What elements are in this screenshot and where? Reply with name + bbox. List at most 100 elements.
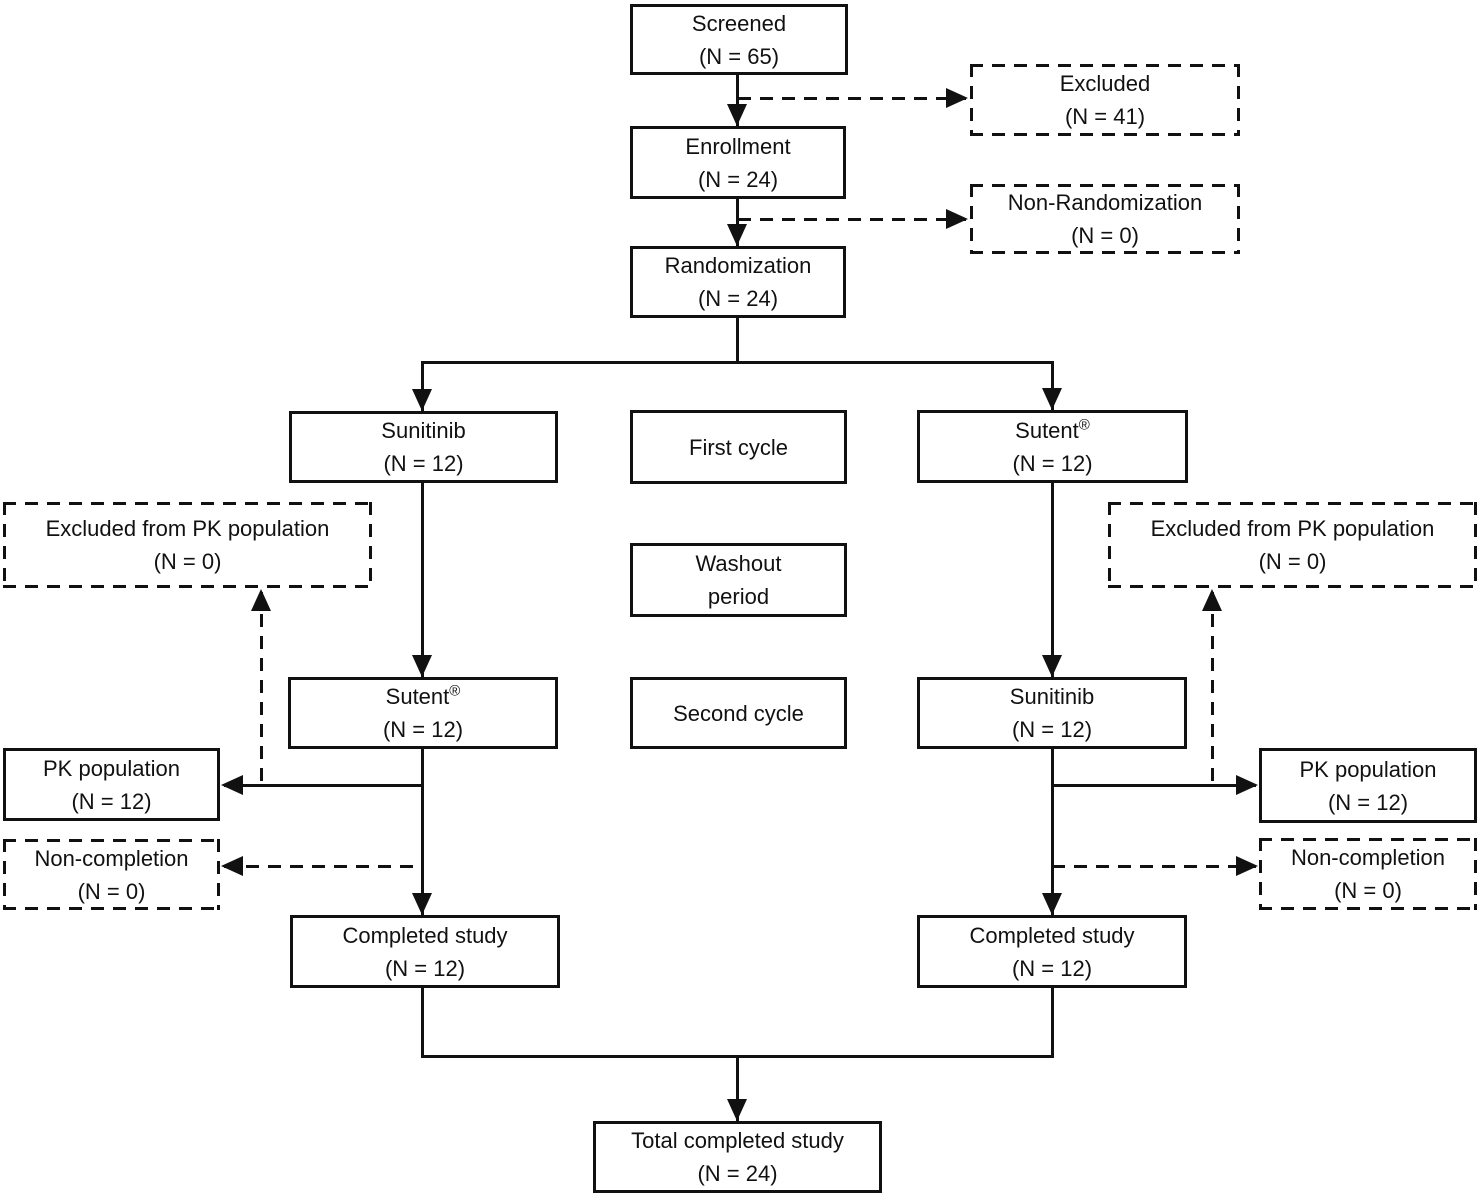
arrowhead-up-excluded-pk-right [1202, 589, 1222, 611]
arrowhead-right-non-completion [1236, 856, 1258, 876]
node-count: (N = 12) [71, 788, 152, 814]
node-count: (N = 12) [382, 717, 464, 742]
node-label: First cycle [689, 434, 788, 460]
flow-randomization-split [421, 361, 1054, 364]
flow-merge-line [421, 1055, 1054, 1058]
registered-trademark-icon: ® [1078, 416, 1090, 434]
flow-to-non-completion-left-dashed [224, 865, 422, 868]
node-label: Sunitinib [1009, 684, 1095, 709]
flow-sunitinib-to-sutent-left [421, 483, 424, 677]
registered-trademark-icon: ® [449, 682, 461, 700]
node-count: (N = 41) [1064, 104, 1146, 129]
node-label: Washout [695, 551, 782, 576]
node-count: (N = 0) [1334, 878, 1402, 903]
flow-enrollment-to-non-randomization-dashed [738, 218, 966, 221]
node-sunitinib-second-cycle: Sunitinib (N = 12) [917, 677, 1187, 749]
arrowhead-left-pk-population [221, 775, 243, 795]
node-pk-population-left: PK population (N = 12) [3, 748, 220, 821]
node-label: Sunitinib [381, 418, 466, 443]
flow-right-arm-to-completed [1051, 749, 1054, 915]
node-label: Sutent® [1015, 416, 1090, 443]
node-excluded: Excluded (N = 41) [970, 64, 1240, 136]
node-label: period [707, 584, 770, 609]
flow-split-to-sutent [1051, 364, 1054, 410]
arrowhead-down-total [727, 1099, 747, 1121]
node-label: PK population [43, 755, 180, 781]
arrowhead-down-randomization [727, 224, 747, 246]
node-count: (N = 0) [1071, 223, 1139, 248]
node-label: Completed study [969, 922, 1135, 948]
node-second-cycle: Second cycle [630, 677, 847, 749]
arrowhead-right-pk-population [1236, 775, 1258, 795]
node-sutent-first-cycle: Sutent® (N = 12) [917, 410, 1188, 483]
flow-screened-to-enrollment [736, 75, 739, 126]
arrowhead-down-completed-left [412, 893, 432, 915]
flow-split-to-sunitinib [421, 364, 424, 411]
node-completed-study-left: Completed study (N = 12) [290, 915, 560, 988]
node-count: (N = 12) [1327, 789, 1409, 815]
flow-screened-to-excluded-dashed [738, 97, 966, 100]
node-label: Non-completion [1290, 845, 1446, 870]
flow-pk-to-excluded-left-dashed [260, 592, 263, 784]
flow-merge-to-total [736, 1058, 739, 1121]
flow-randomization-stem [736, 318, 739, 364]
node-label: Enrollment [685, 133, 791, 159]
node-first-cycle: First cycle [630, 410, 847, 484]
node-count: (N = 0) [77, 878, 146, 904]
flow-enrollment-to-randomization [736, 199, 739, 246]
node-excluded-pk-left: Excluded from PK population (N = 0) [3, 502, 372, 588]
node-label: Excluded from PK population [1150, 516, 1435, 541]
node-label: Total completed study [631, 1128, 844, 1153]
node-label: Sutent® [385, 682, 461, 709]
node-count: (N = 12) [1011, 955, 1093, 981]
node-non-completion-left: Non-completion (N = 0) [3, 839, 220, 910]
node-enrollment: Enrollment (N = 24) [630, 126, 846, 199]
node-pk-population-right: PK population (N = 12) [1259, 748, 1477, 823]
flow-to-non-completion-right-dashed [1052, 865, 1256, 868]
flow-sutent-to-sunitinib-right [1051, 483, 1054, 677]
node-non-completion-right: Non-completion (N = 0) [1259, 838, 1477, 910]
node-count: (N = 0) [1258, 549, 1327, 574]
arrowhead-up-excluded-pk-left [251, 589, 271, 611]
arrowhead-down-sunitinib-first [412, 389, 432, 411]
arrowhead-down-sunitinib-second [1042, 655, 1062, 677]
arrowhead-down-completed-right [1042, 893, 1062, 915]
node-completed-study-right: Completed study (N = 12) [917, 915, 1187, 988]
flow-pk-right-branch [1052, 784, 1256, 787]
node-label: Excluded [1059, 71, 1151, 96]
node-label: Second cycle [673, 700, 804, 726]
node-count: (N = 65) [698, 43, 780, 69]
node-count: (N = 0) [153, 549, 222, 574]
flow-completed-right-drop [1051, 988, 1054, 1058]
node-sunitinib-first-cycle: Sunitinib (N = 12) [289, 411, 558, 483]
arrowhead-right-excluded [946, 88, 968, 108]
flow-left-arm-to-completed [421, 749, 424, 915]
node-sutent-second-cycle: Sutent® (N = 12) [288, 677, 558, 749]
node-washout-period: Washout period [630, 543, 847, 617]
flow-pk-to-excluded-right-dashed [1211, 592, 1214, 784]
node-label: Non-completion [34, 845, 189, 871]
node-count: (N = 12) [1011, 717, 1093, 742]
arrowhead-down-sutent-second [412, 655, 432, 677]
node-count: (N = 12) [1012, 450, 1093, 476]
node-count: (N = 24) [697, 166, 779, 192]
node-excluded-pk-right: Excluded from PK population (N = 0) [1108, 502, 1477, 588]
node-label: Excluded from PK population [45, 516, 330, 541]
node-count: (N = 24) [697, 1161, 778, 1186]
arrowhead-down-sutent-first [1042, 388, 1062, 410]
node-screened: Screened (N = 65) [630, 4, 848, 75]
arrowhead-down-enrollment [727, 104, 747, 126]
node-label: Randomization [664, 253, 812, 278]
node-count: (N = 24) [697, 286, 779, 311]
node-label: Completed study [342, 922, 508, 948]
node-label: PK population [1299, 756, 1437, 782]
arrowhead-right-non-randomization [946, 209, 968, 229]
node-label: Non-Randomization [1007, 190, 1203, 215]
node-total-completed-study: Total completed study (N = 24) [593, 1121, 882, 1193]
flow-completed-left-drop [421, 988, 424, 1058]
node-count: (N = 12) [383, 451, 464, 476]
node-label: Screened [691, 10, 787, 36]
flow-pk-left-branch [224, 784, 422, 787]
node-randomization: Randomization (N = 24) [630, 246, 846, 318]
